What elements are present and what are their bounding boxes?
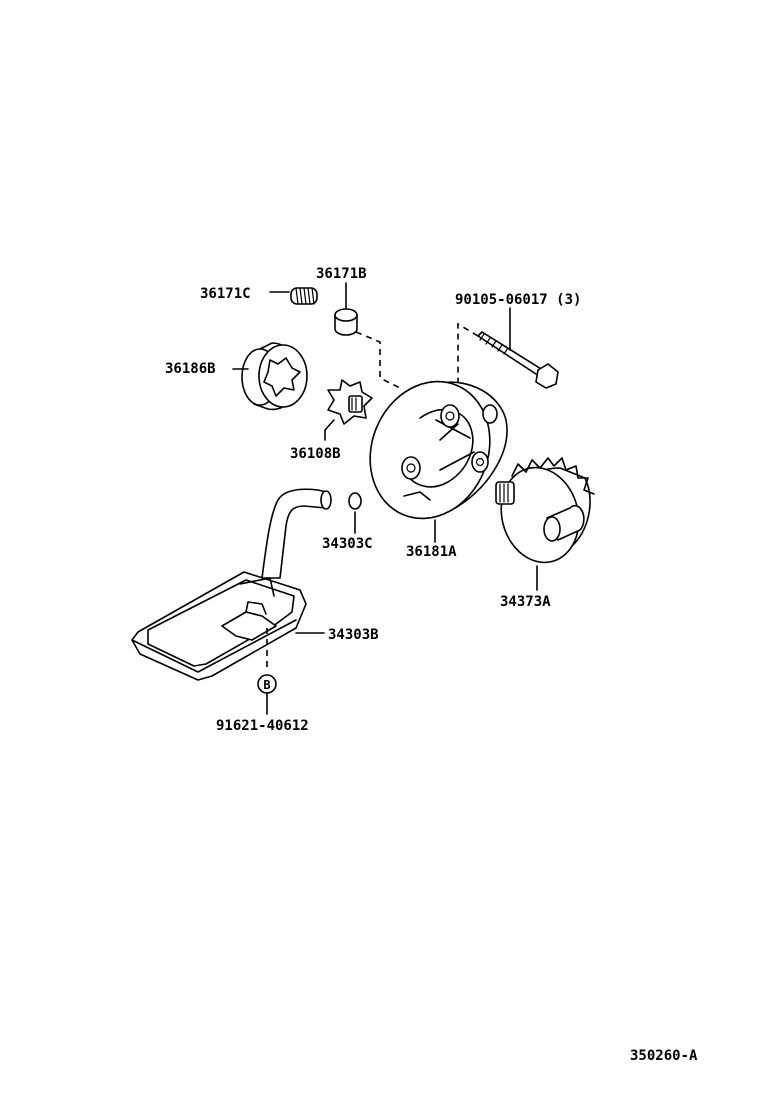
strainer-part xyxy=(131,488,332,681)
label-outer-rotor: 36186B xyxy=(165,361,216,377)
label-strainer: 34303B xyxy=(328,627,379,643)
label-drive-gear: 34373A xyxy=(500,594,551,610)
inner-rotor-part xyxy=(324,379,373,441)
bolt-part xyxy=(457,307,559,390)
pump-body-part xyxy=(369,380,508,543)
callout-b: B xyxy=(257,674,277,715)
label-plunger: 36171B xyxy=(316,266,367,282)
label-pump-body: 36181A xyxy=(406,544,457,560)
plunger-part xyxy=(334,282,401,389)
label-inner-rotor: 36108B xyxy=(290,446,341,462)
label-strainer-bolt: 91621-40612 xyxy=(216,718,309,734)
label-bolt: 90105-06017 (3) xyxy=(455,292,581,308)
label-o-ring: 34303C xyxy=(322,536,373,552)
o-ring-part xyxy=(348,492,362,534)
drive-gear-part xyxy=(495,457,595,591)
outer-rotor-part xyxy=(232,342,308,411)
label-spring: 36171C xyxy=(200,286,251,302)
callout-b-letter: B xyxy=(263,678,270,692)
spring-part xyxy=(269,287,318,305)
diagram-code: 350260-A xyxy=(630,1048,698,1064)
